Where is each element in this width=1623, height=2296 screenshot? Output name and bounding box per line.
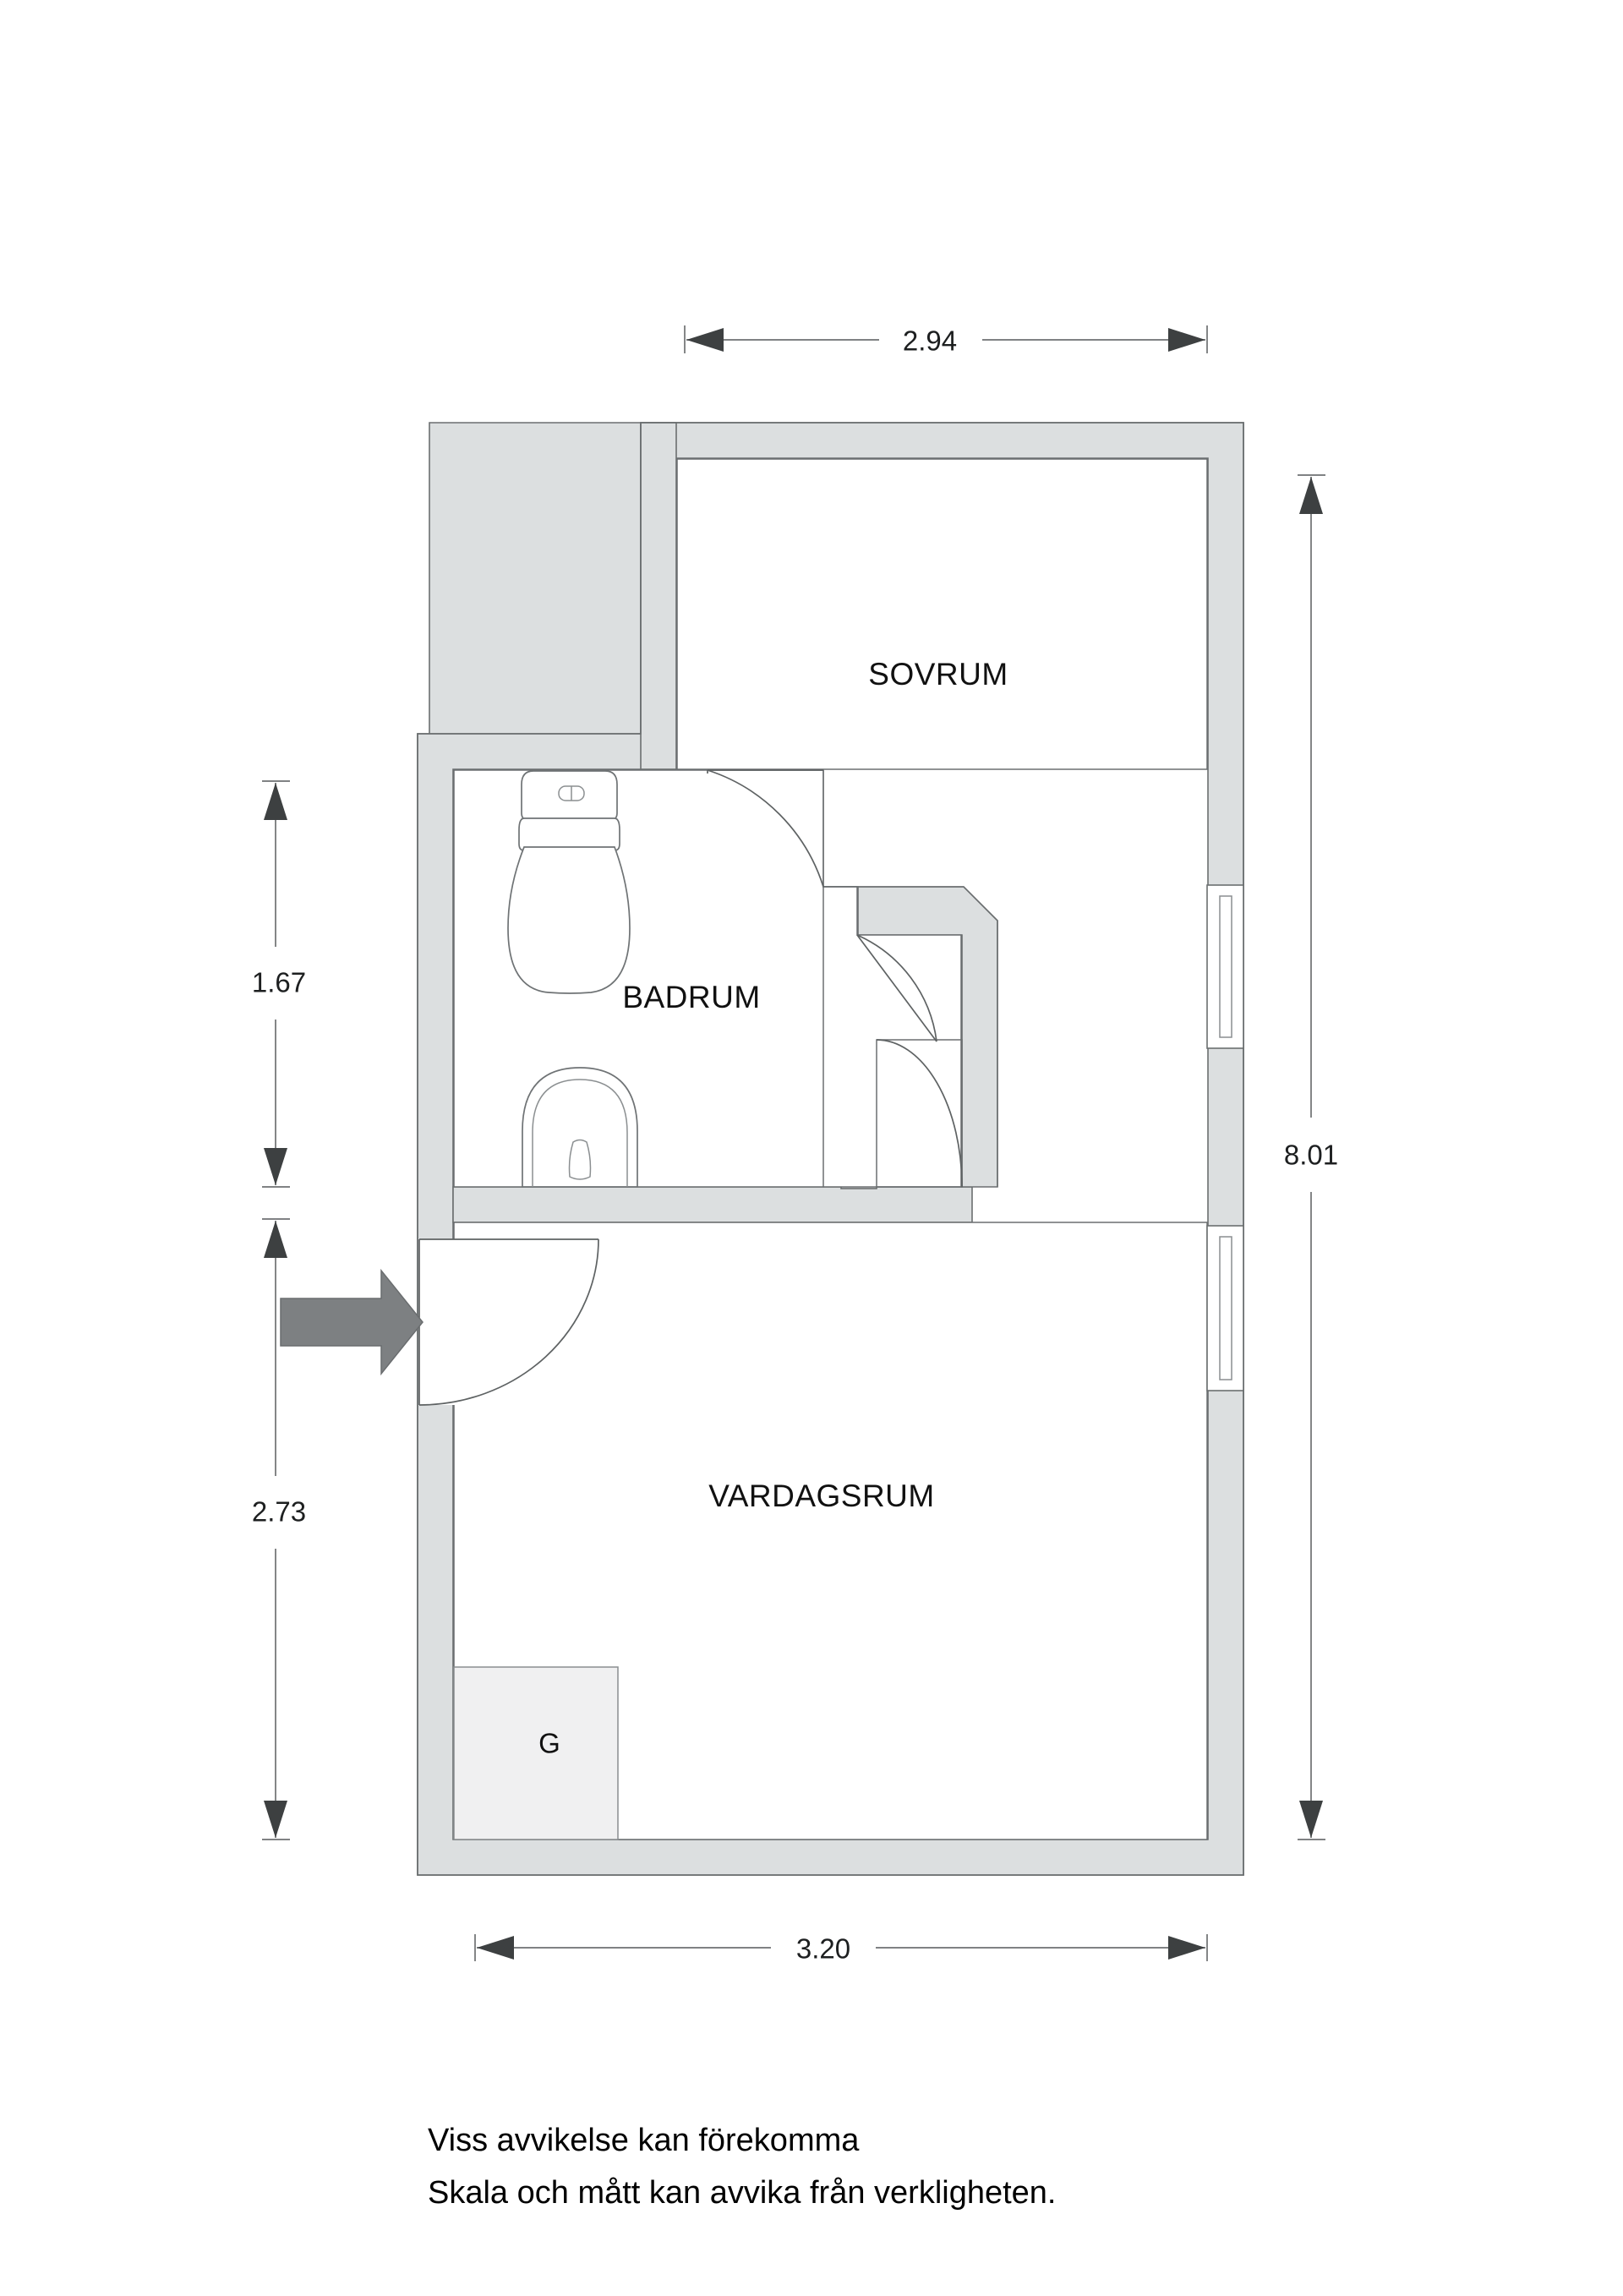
dimension-bottom: 3.20 <box>474 1933 1208 1965</box>
room-labels: SOVRUM BADRUM VARDAGSRUM <box>622 657 1008 1513</box>
g-label: G <box>538 1728 560 1759</box>
room-label-sovrum: SOVRUM <box>868 657 1008 692</box>
caption-line-1: Viss avvikelse kan förekomma <box>428 2123 860 2158</box>
room-area-closet <box>877 1040 962 1187</box>
room-area-sovrum <box>677 459 1207 769</box>
closet-door <box>876 1039 963 1188</box>
washbasin-icon <box>522 1067 638 1188</box>
caption-line-2: Skala och mått kan avvika från verklighe… <box>428 2175 1057 2211</box>
room-label-vardagsrum: VARDAGSRUM <box>708 1479 934 1513</box>
windows <box>1206 884 1244 1391</box>
doors <box>418 769 963 1406</box>
window-right-upper <box>1206 884 1244 1049</box>
entrance-door <box>418 1238 599 1406</box>
toilet-icon <box>507 770 631 994</box>
wall-bathroom-bottom <box>452 1186 973 1223</box>
dimension-label-left-upper: 1.67 <box>252 967 306 998</box>
caption-block: Viss avvikelse kan förekomma Skala och m… <box>428 2123 1057 2211</box>
dimension-left-lower: 2.73 <box>252 1218 306 1840</box>
bathroom-fixtures <box>507 770 638 1188</box>
window-right-lower <box>1206 1225 1244 1391</box>
room-area-badrum <box>454 770 823 1187</box>
room-interiors <box>454 459 1207 1840</box>
room-label-badrum: BADRUM <box>622 980 760 1014</box>
dimension-label-bottom: 3.20 <box>796 1933 850 1965</box>
dimension-right: 8.01 <box>1284 474 1338 1840</box>
dimension-annotations: 2.94 3.20 1.67 <box>252 325 1338 1965</box>
dimension-label-top: 2.94 <box>903 325 957 357</box>
dimension-left-upper: 1.67 <box>252 780 306 1188</box>
nook-door-leaf <box>856 934 937 1042</box>
g-appliance: G <box>453 1666 619 1840</box>
bathroom-door <box>707 769 824 888</box>
wall-edge-lines <box>417 422 1244 1876</box>
dimension-label-left-lower: 2.73 <box>252 1496 306 1528</box>
wall-bedroom-bathroom-divider <box>640 422 677 770</box>
dimension-label-right: 8.01 <box>1284 1140 1338 1171</box>
dimension-top: 2.94 <box>684 325 1208 357</box>
entrance-arrow <box>280 1268 424 1376</box>
